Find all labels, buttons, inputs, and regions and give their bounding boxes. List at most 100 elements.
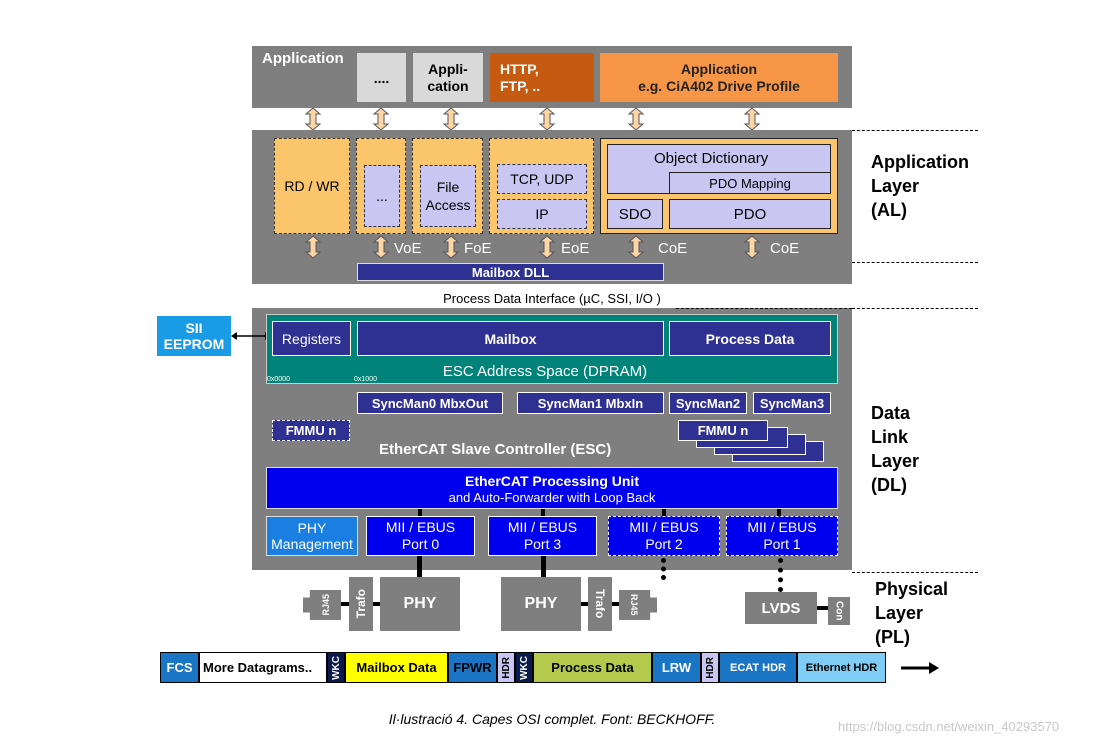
phy-management-box: PHY Management xyxy=(266,516,358,556)
watermark: https://blog.csdn.net/weixin_40293570 xyxy=(838,719,1060,734)
tcp-udp-box: TCP, UDP xyxy=(497,164,587,194)
trafo-right-box: Trafo xyxy=(588,577,612,631)
syncman2-box: SyncMan2 xyxy=(669,392,747,414)
al-top-divider xyxy=(852,130,978,131)
frame-ecat-hdr: ECAT HDR xyxy=(719,652,797,683)
application-dots-box: .... xyxy=(357,53,406,102)
phy-left-box: PHY xyxy=(380,577,460,631)
dl-top-divider xyxy=(852,308,978,309)
syncman2-text: SyncMan2 xyxy=(675,395,741,411)
port0-phy-link xyxy=(417,556,422,578)
frame-ecat-hdr-text: ECAT HDR xyxy=(729,661,786,674)
pdo-box: PDO xyxy=(669,199,831,229)
frame-process-data-text: Process Data xyxy=(551,660,634,675)
frame-mailbox-data-text: Mailbox Data xyxy=(356,660,437,675)
frame-mailbox-data: Mailbox Data xyxy=(345,652,448,683)
frame-wkc1-text: WKC xyxy=(330,655,342,680)
con-text: Con xyxy=(833,601,845,621)
port1-tick xyxy=(777,509,781,517)
http-ftp-box: HTTP, FTP, .. xyxy=(490,53,594,102)
sdo-text: SDO xyxy=(618,205,652,223)
syncman3-text: SyncMan3 xyxy=(759,395,825,411)
port2-text: MII / EBUS Port 2 xyxy=(629,519,699,552)
process-data-box: Process Data xyxy=(669,321,831,356)
foe-label: FoE xyxy=(464,240,492,257)
rj45-left-link xyxy=(341,602,349,606)
epu-line2: and Auto-Forwarder with Loop Back xyxy=(448,490,656,505)
fmmu-left-text: FMMU n xyxy=(285,423,337,438)
physical-layer-label: Physical Layer (PL) xyxy=(875,579,949,647)
pdi-label: Process Data Interface (µC, SSI, I/O ) xyxy=(252,289,852,307)
port2-box: MII / EBUS Port 2 xyxy=(608,516,720,556)
ip-text: IP xyxy=(535,206,549,222)
arrow-icon xyxy=(744,107,760,131)
trafo-left-link xyxy=(373,602,380,606)
file-access-box: File Access xyxy=(420,165,476,227)
process-data-text: Process Data xyxy=(705,330,795,347)
frame-hdr1: HDR xyxy=(497,652,515,683)
sii-eeprom-text: SII EEPROM xyxy=(163,320,225,352)
frame-direction-arrow-icon xyxy=(901,662,939,674)
pdi-divider xyxy=(676,308,852,309)
lvds-con-link xyxy=(817,606,828,610)
arrow-icon xyxy=(305,107,321,131)
syncman1-text: SyncMan1 MbxIn xyxy=(537,395,644,411)
phy-right-text: PHY xyxy=(524,595,558,612)
mailbox-dll-text: Mailbox DLL xyxy=(471,264,550,280)
frame-lrw: LRW xyxy=(652,652,701,683)
port0-tick xyxy=(418,509,422,517)
eoe-label: EoE xyxy=(561,240,590,257)
tcp-udp-text: TCP, UDP xyxy=(510,171,574,187)
file-access-text: File Access xyxy=(425,179,471,213)
address-1000: 0x1000 xyxy=(354,376,377,383)
frame-wkc2: WKC xyxy=(515,652,533,683)
rj45-right-box: RJ45 xyxy=(619,590,657,620)
application-generic-box: Appli- cation xyxy=(413,53,483,102)
frame-fcs: FCS xyxy=(160,652,199,683)
cia402-box: Application e.g. CiA402 Drive Profile xyxy=(600,53,838,102)
application-row-label: Application xyxy=(262,50,344,67)
port2-tick xyxy=(662,509,666,517)
http-ftp-text: HTTP, FTP, .. xyxy=(500,61,541,94)
sdo-box: SDO xyxy=(607,199,663,229)
registers-text: Registers xyxy=(281,330,342,347)
esc-address-space-label: ESC Address Space (DPRAM) xyxy=(360,361,730,381)
voe-ellipsis-text: ... xyxy=(376,188,388,204)
arrow-icon xyxy=(628,107,644,131)
port3-box: MII / EBUS Port 3 xyxy=(488,516,597,556)
phy-right-box: PHY xyxy=(501,577,581,631)
application-generic-text: Appli- cation xyxy=(427,60,469,94)
port1-dotted-link xyxy=(778,558,783,592)
frame-lrw-text: LRW xyxy=(661,660,692,675)
port2-dotted-link xyxy=(661,558,666,580)
application-layer-label: Application Layer (AL) xyxy=(871,152,969,220)
address-0000: 0x0000 xyxy=(267,376,290,383)
ip-box: IP xyxy=(497,199,587,229)
figure-caption: Il·lustració 4. Capes OSI complet. Font:… xyxy=(388,711,716,727)
rj45-left-box: RJ45 xyxy=(303,590,341,620)
frame-ethernet-hdr-text: Ethernet HDR xyxy=(805,661,878,674)
coe-label-1: CoE xyxy=(658,240,688,257)
sii-eeprom-box: SII EEPROM xyxy=(157,316,231,356)
datalink-layer-label: Data Link Layer (DL) xyxy=(871,403,920,495)
frame-hdr2-text: HDR xyxy=(704,656,716,679)
mailbox-dll-box: Mailbox DLL xyxy=(357,263,664,281)
trafo-right-text: Trafo xyxy=(593,589,607,619)
cia402-text: Application e.g. CiA402 Drive Profile xyxy=(638,60,800,94)
registers-box: Registers xyxy=(272,321,351,356)
frame-wkc2-text: WKC xyxy=(518,655,530,680)
frame-wkc1: WKC xyxy=(327,652,345,683)
fmmu-left-box: FMMU n xyxy=(272,420,350,441)
arrow-icon xyxy=(373,107,389,131)
port3-text: MII / EBUS Port 3 xyxy=(507,519,578,552)
application-dots-text: .... xyxy=(373,69,390,86)
fmmu-stack-front: FMMU n xyxy=(678,420,768,441)
coe-label-2: CoE xyxy=(770,240,800,257)
pdo-text: PDO xyxy=(733,205,767,223)
esc-title: EtherCAT Slave Controller (ESC) xyxy=(379,441,612,458)
epu-line1: EtherCAT Processing Unit xyxy=(465,473,639,489)
phy-left-text: PHY xyxy=(403,595,437,612)
trafo-left-text: Trafo xyxy=(354,589,368,619)
epu-box: EtherCAT Processing Unit and Auto-Forwar… xyxy=(266,467,838,509)
al-bottom-divider xyxy=(852,262,978,263)
